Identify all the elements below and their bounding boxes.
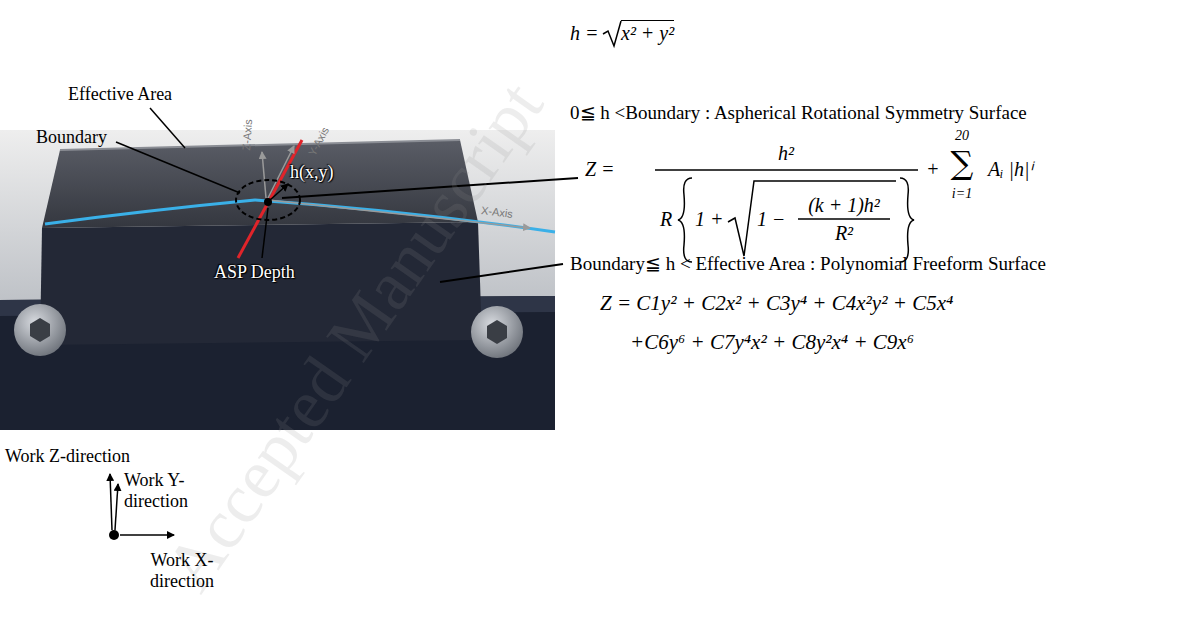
direction-label: Work Z-direction	[5, 446, 130, 467]
formula-part: (k + 1)h²	[808, 194, 880, 217]
axis-label: Z-Axis	[240, 119, 255, 151]
formula-part: i=1	[952, 186, 972, 202]
formula-part: R²	[835, 222, 853, 245]
screw	[471, 306, 523, 358]
leader-line	[262, 208, 268, 258]
region-note: 0≦ h <Boundary : Aspherical Rotational S…	[570, 102, 1027, 124]
origin-dot	[109, 530, 119, 540]
leader-line	[150, 108, 185, 148]
part-label: Boundary	[36, 127, 107, 148]
part-label: ASP Depth	[214, 262, 295, 283]
formula-part: 1 −	[757, 208, 786, 231]
profile-line	[238, 140, 302, 258]
part-label: Effective Area	[68, 84, 172, 105]
radical-sign	[603, 21, 621, 46]
direction-arrow	[110, 474, 112, 530]
direction-arrow	[115, 484, 118, 530]
leader-line	[440, 264, 563, 282]
formula-part: h =	[570, 22, 599, 45]
surface-edge	[60, 140, 460, 150]
leader-line	[116, 142, 240, 193]
direction-label: Work Y-direction	[124, 470, 188, 511]
brace	[900, 178, 914, 262]
formula-part: 1 +	[695, 208, 724, 231]
formula-part: Z =	[585, 158, 615, 181]
formula-part: Aᵢ |h|ⁱ	[988, 158, 1032, 181]
formula-part: +	[926, 158, 940, 181]
radical-sign	[728, 181, 896, 256]
formula-part: 20	[955, 128, 969, 144]
point-label: h(x,y)	[290, 162, 334, 183]
formula-part: h²	[778, 142, 794, 165]
formula-part: R	[660, 208, 672, 231]
screw	[14, 304, 66, 356]
z-axis	[262, 152, 266, 198]
brace	[678, 178, 692, 262]
formula-line: Z = C1y² + C2x² + C3y⁴ + C4x²y² + C5x⁴	[600, 291, 953, 315]
formula-part: ∑	[951, 146, 974, 181]
fraction-bar	[798, 218, 890, 219]
formula-part: x² + y²	[621, 20, 674, 45]
formula-line: +C6y⁶ + C7y⁴x² + C8y²x⁴ + C9x⁶	[630, 330, 914, 354]
fraction-bar	[655, 169, 918, 171]
region-note: Boundary≦ h < Effective Area : Polynomia…	[570, 253, 1046, 275]
direction-label: Work X-direction	[150, 550, 214, 591]
